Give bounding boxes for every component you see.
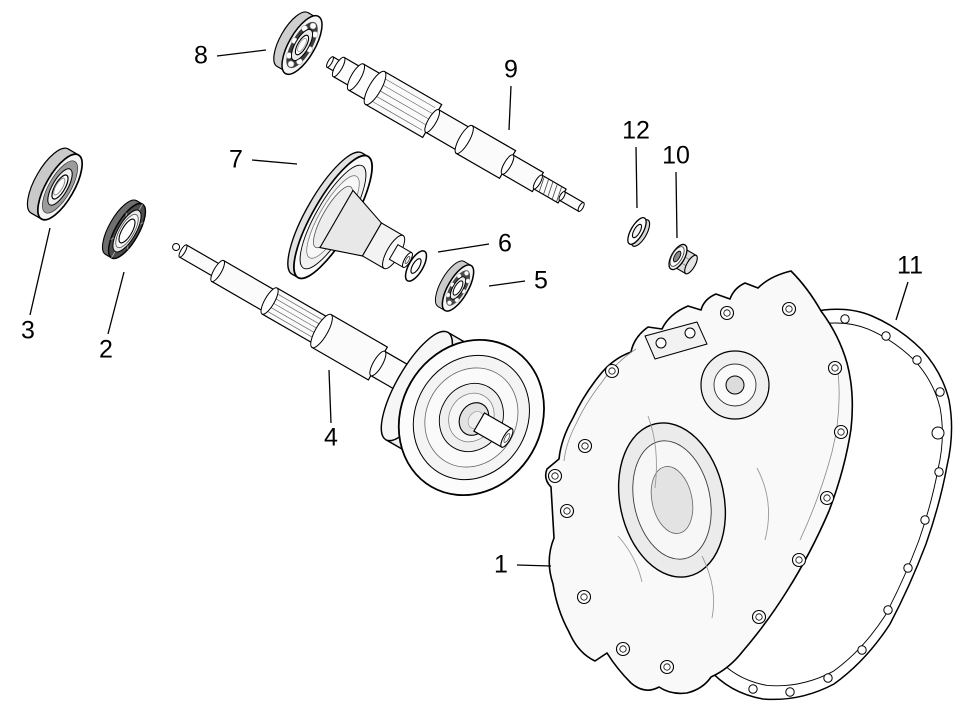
part-2-oil-seal — [101, 199, 147, 260]
callout-1: 1 — [494, 550, 508, 579]
leader-line-9 — [508, 85, 512, 131]
part-4-shaft-with-pulley — [172, 243, 545, 497]
leader-line-7 — [251, 159, 298, 165]
callout-9: 9 — [504, 55, 518, 84]
part-12-washer — [627, 217, 651, 247]
leader-line-11 — [895, 281, 909, 321]
part-8-ball-bearing — [273, 11, 323, 76]
callout-7: 7 — [229, 145, 243, 174]
callout-12: 12 — [622, 116, 650, 145]
leader-line-6 — [437, 243, 490, 253]
part-6-washer — [404, 250, 428, 282]
part-5-ball-bearing — [434, 260, 475, 312]
leader-line-8 — [216, 49, 267, 57]
callout-3: 3 — [21, 316, 35, 345]
leader-line-10 — [675, 171, 678, 239]
part-10-flange-nut — [668, 243, 698, 275]
leader-line-4 — [328, 369, 332, 424]
part-7-pulley-hub — [287, 151, 413, 280]
part-9-drive-shaft — [326, 55, 585, 213]
callout-11: 11 — [897, 251, 923, 280]
leader-line-12 — [635, 146, 638, 209]
callout-10: 10 — [662, 141, 690, 170]
leader-line-2 — [107, 271, 125, 335]
leader-line-1 — [516, 564, 552, 567]
callout-6: 6 — [498, 229, 512, 258]
callout-2: 2 — [99, 335, 113, 364]
leader-line-5 — [488, 280, 526, 287]
callout-5: 5 — [534, 266, 548, 295]
part-1-gear-case-cover — [544, 270, 854, 695]
leader-line-3 — [29, 227, 51, 316]
callout-4: 4 — [324, 423, 338, 452]
callout-8: 8 — [194, 41, 208, 70]
part-3-ball-bearing — [26, 147, 83, 221]
